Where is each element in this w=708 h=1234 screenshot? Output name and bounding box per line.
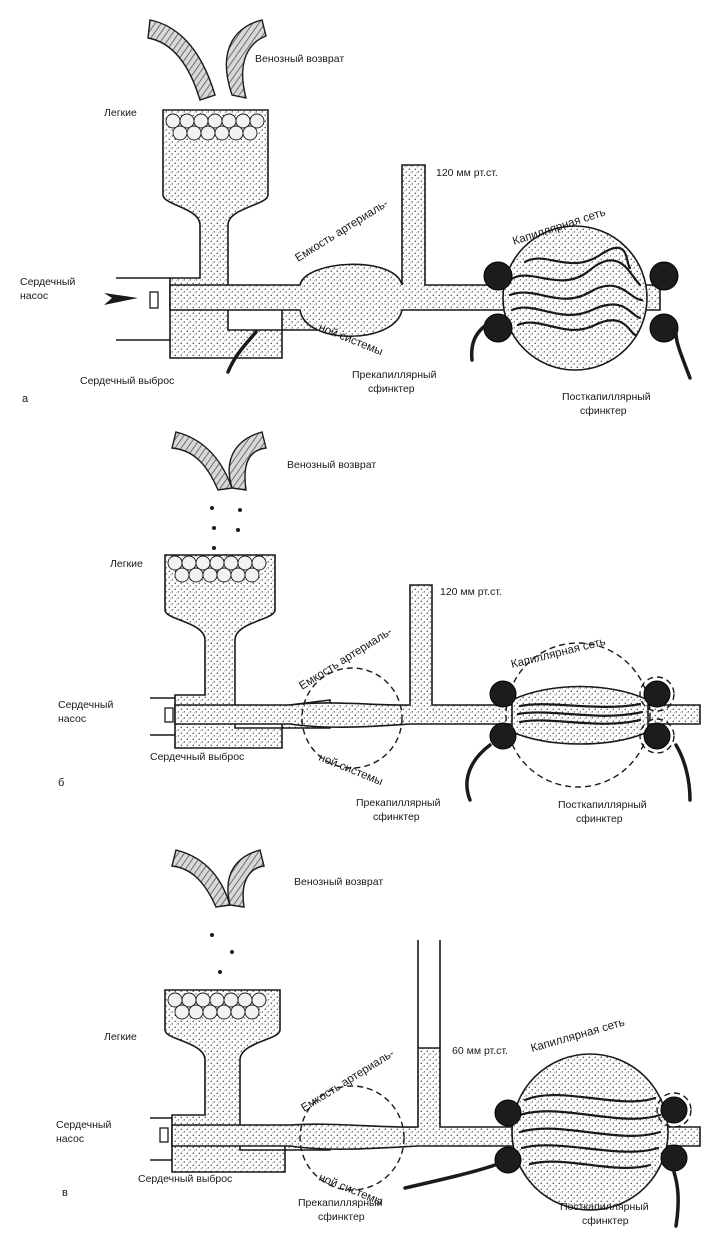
heart-pump-label-2: насос [58, 713, 86, 725]
panel-a: Венозный возврат Легкие Сердечный насос … [20, 20, 690, 417]
pressure-label: 120 мм рт.ст. [436, 167, 498, 179]
pressure-label: 120 мм рт.ст. [440, 586, 502, 598]
heart-pump-arrow [104, 292, 158, 308]
postcapillary-label-1: Посткапиллярный [558, 799, 647, 811]
heart-pump-label-2: насос [20, 290, 48, 302]
pressure-label: 60 мм рт.ст. [452, 1045, 508, 1057]
cardiac-output-label: Сердечный выброс [150, 751, 244, 763]
venous-return-label: Венозный возврат [287, 459, 376, 471]
postcapillary-label-2: сфинктер [582, 1215, 629, 1227]
panel-letter: а [22, 393, 29, 405]
capillary-globe [512, 1054, 668, 1210]
postcapillary-label-2: сфинктер [580, 405, 627, 417]
lungs-label: Легкие [104, 107, 137, 119]
heart-pump-label-2: насос [56, 1133, 84, 1145]
arterial-capacity-top-label: Емкость артериаль- [293, 197, 390, 264]
precapillary-label-1: Прекапиллярный [298, 1197, 383, 1209]
postcapillary-label-2: сфинктер [576, 813, 623, 825]
lungs-label: Легкие [104, 1031, 137, 1043]
venous-tubes [172, 850, 264, 974]
capillary-globe [512, 687, 648, 745]
postcapillary-label-1: Посткапиллярный [562, 391, 651, 403]
precapillary-label-1: Прекапиллярный [352, 369, 437, 381]
arterial-capacity-top-label: Емкость артериаль- [299, 1047, 396, 1114]
precapillary-label-2: сфинктер [318, 1211, 365, 1223]
lungs-label: Легкие [110, 558, 143, 570]
postcapillary-label-1: Посткапиллярный [560, 1201, 649, 1213]
venous-return-label: Венозный возврат [294, 876, 383, 888]
heart-pump-label-1: Сердечный [58, 699, 113, 711]
panel-letter: в [62, 1187, 68, 1199]
panel-b: Венозный возврат Легкие Сердечный насос … [58, 432, 700, 825]
precapillary-label-2: сфинктер [368, 383, 415, 395]
venous-tubes [172, 432, 266, 550]
heart-pump-label-1: Сердечный [20, 276, 75, 288]
capillary-net-label: Капиллярная сеть [530, 1017, 627, 1055]
venous-return-label: Венозный возврат [255, 53, 344, 65]
precapillary-label-1: Прекапиллярный [356, 797, 441, 809]
panel-c: Венозный возврат Легкие Сердечный насос … [56, 850, 700, 1227]
capillary-net-label: Капиллярная сеть [510, 636, 607, 671]
precapillary-label-2: сфинктер [373, 811, 420, 823]
heart-pump-valve [165, 708, 173, 722]
arterial-capacity-bottom-label: ной системы [317, 752, 385, 789]
capillary-globe [503, 226, 647, 370]
heart-pump-valve [160, 1128, 168, 1142]
cardiac-output-label: Сердечный выброс [138, 1173, 232, 1185]
heart-pump-label-1: Сердечный [56, 1119, 111, 1131]
panel-letter: б [58, 777, 64, 789]
cardiac-output-label: Сердечный выброс [80, 375, 174, 387]
arterial-capacity-top-label: Емкость артериаль- [297, 625, 394, 692]
venous-tubes [148, 20, 266, 100]
